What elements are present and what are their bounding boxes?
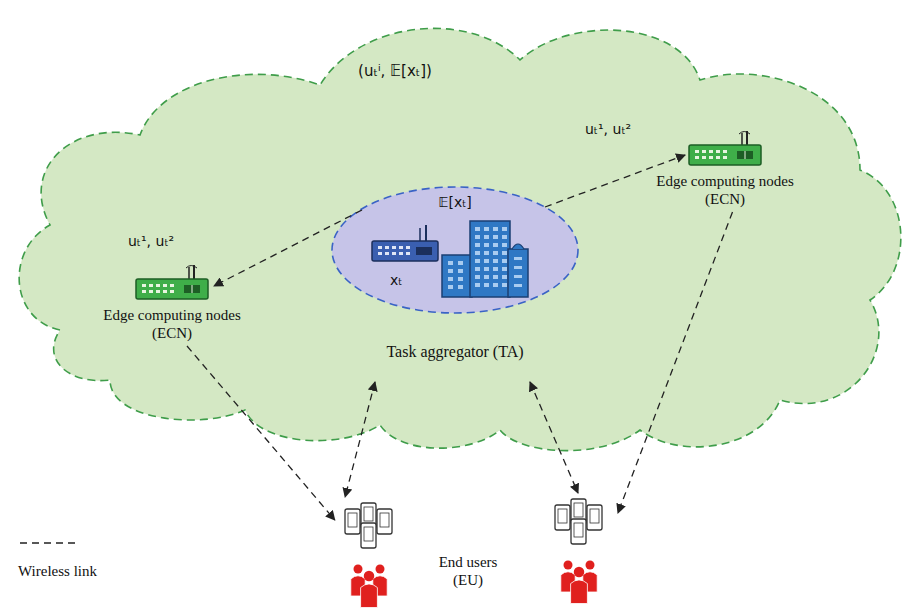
edge-node: Edge computing nodes (ECN): [650, 128, 800, 208]
task-aggregator: 𝔼[xₜ] xₜTask aggregator (TA): [330, 185, 580, 380]
router-icon: [685, 128, 765, 168]
node-label: End users (EU): [423, 553, 513, 589]
edge-node: Edge computing nodes (ECN): [97, 262, 247, 342]
cloud-region: (uₜⁱ, 𝔼[xₜ]) 𝔼[xₜ] xₜTask aggregator (TA) E…: [0, 0, 911, 460]
wireless-link: [545, 155, 685, 207]
wireless-link: [214, 210, 362, 286]
wireless-link: [618, 212, 733, 513]
legend: Wireless link: [18, 538, 97, 580]
edge-label: uₜ¹, uₜ²: [128, 232, 174, 250]
legend-label: Wireless link: [18, 562, 97, 580]
math-label: 𝔼[xₜ]: [330, 193, 580, 211]
router-icon: [132, 262, 212, 302]
math-label: xₜ: [390, 271, 402, 289]
wireless-link: [345, 382, 375, 497]
user-icons: [290, 485, 670, 611]
region-label: (uₜⁱ, 𝔼[xₜ]): [290, 62, 500, 80]
node-label: Edge computing nodes (ECN): [650, 172, 800, 208]
end-users: End users (EU): [290, 485, 670, 611]
node-label: Task aggregator (TA): [330, 343, 580, 361]
node-label: Edge computing nodes (ECN): [97, 306, 247, 342]
legend-line: [18, 538, 78, 548]
wireless-link: [530, 382, 578, 493]
wireless-link: [187, 346, 335, 520]
edge-label: uₜ¹, uₜ²: [585, 120, 631, 138]
